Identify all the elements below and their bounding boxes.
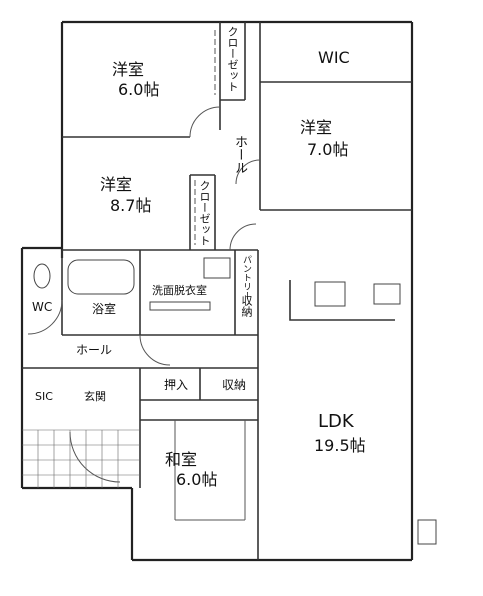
room-entrance: 玄関 bbox=[84, 390, 106, 403]
toilet bbox=[33, 263, 51, 289]
room-japanese-name: 和室 bbox=[165, 450, 198, 469]
room-closet-1: クローゼット bbox=[226, 26, 239, 92]
room-pantry: パントリー bbox=[241, 255, 251, 300]
room-bath: 浴室 bbox=[92, 302, 117, 316]
room-storage: 収納 bbox=[222, 378, 247, 392]
room-ldk-name: LDK bbox=[318, 411, 354, 432]
room-ldk-size: 19.5帖 bbox=[314, 436, 366, 455]
wash-shelf bbox=[149, 301, 211, 311]
room-japanese-size: 6.0帖 bbox=[176, 470, 218, 489]
room-closet-2: クローゼット bbox=[198, 180, 211, 246]
room-western-2-size: 8.7帖 bbox=[110, 196, 152, 215]
room-hall-upper: ホール bbox=[232, 135, 247, 174]
room-western-1-name: 洋室 bbox=[112, 60, 145, 79]
stove bbox=[373, 283, 401, 305]
room-western-3-size: 7.0帖 bbox=[307, 140, 349, 159]
room-western-2-name: 洋室 bbox=[100, 175, 133, 194]
closet-doors bbox=[174, 30, 246, 521]
room-western-3-name: 洋室 bbox=[300, 118, 333, 137]
room-oshiire: 押入 bbox=[164, 378, 189, 392]
interior-walls bbox=[22, 22, 412, 560]
room-wic: WIC bbox=[318, 48, 350, 67]
bathtub bbox=[67, 259, 135, 295]
outdoor-unit bbox=[417, 519, 437, 545]
room-western-1-size: 6.0帖 bbox=[118, 80, 160, 99]
wash-basin bbox=[203, 257, 231, 279]
entrance-tiles bbox=[22, 429, 140, 488]
room-washroom: 洗面脱衣室 bbox=[152, 284, 207, 297]
sink bbox=[314, 281, 346, 307]
room-sic: SIC bbox=[35, 390, 53, 403]
room-wc: WC bbox=[32, 300, 53, 314]
room-hall-lower: ホール bbox=[76, 343, 113, 357]
door-swings bbox=[27, 106, 261, 483]
fixtures bbox=[33, 257, 437, 545]
room-storage-side: 収納 bbox=[240, 295, 253, 317]
